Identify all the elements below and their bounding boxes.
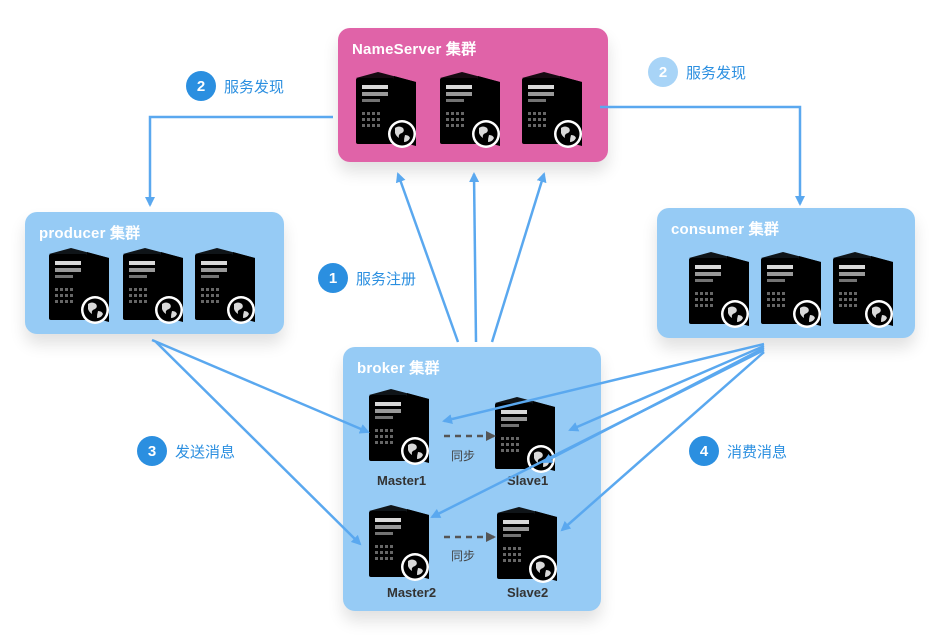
step-consume: 4 消费消息	[689, 436, 787, 466]
arrow-icon	[490, 172, 547, 343]
step-number-badge: 3	[137, 436, 167, 466]
step-number-badge: 1	[318, 263, 348, 293]
producer-cluster: producer 集群	[25, 212, 284, 334]
arrow-icon	[155, 341, 362, 546]
consumer-cluster: consumer 集群	[657, 208, 915, 338]
arrow-icon	[430, 348, 765, 519]
step-label: 消费消息	[727, 443, 788, 461]
nameserver-cluster: NameServer 集群	[338, 28, 608, 162]
step-discovery-left: 2 服务发现	[186, 71, 284, 101]
step-label: 服务发现	[224, 78, 285, 96]
arrow-icon	[560, 351, 765, 532]
arrow-icon	[151, 338, 370, 434]
broker-cluster: broker 集群 Master1 Slave1 Master2 Slave2 …	[343, 347, 601, 611]
step-register: 1 服务注册	[318, 263, 416, 293]
step-label: 服务注册	[356, 270, 417, 288]
master2-label: Master2	[387, 585, 437, 600]
broker-cluster-title: broker 集群	[357, 360, 440, 377]
slave2-label: Slave2	[507, 585, 549, 600]
step-number-badge: 2	[186, 71, 216, 101]
step-label: 服务发现	[686, 64, 747, 82]
sync-label: 同步	[451, 549, 476, 563]
arrow-icon	[600, 105, 805, 206]
slave1-label: Slave1	[507, 473, 549, 488]
sync-label: 同步	[451, 449, 476, 463]
step-number-badge: 4	[689, 436, 719, 466]
nameserver-cluster-title: NameServer 集群	[352, 41, 477, 58]
step-send: 3 发送消息	[137, 436, 235, 466]
arrow-icon	[395, 172, 460, 343]
arrow-icon	[145, 115, 333, 207]
consumer-cluster-title: consumer 集群	[671, 221, 780, 238]
arrow-icon	[568, 344, 765, 432]
step-discovery-right: 2 服务发现	[648, 57, 746, 87]
arrow-icon	[469, 172, 480, 343]
producer-cluster-title: producer 集群	[39, 225, 141, 242]
arrow-icon	[442, 342, 765, 424]
step-number-badge: 2	[648, 57, 678, 87]
master1-label: Master1	[377, 473, 427, 488]
step-label: 发送消息	[175, 443, 236, 461]
